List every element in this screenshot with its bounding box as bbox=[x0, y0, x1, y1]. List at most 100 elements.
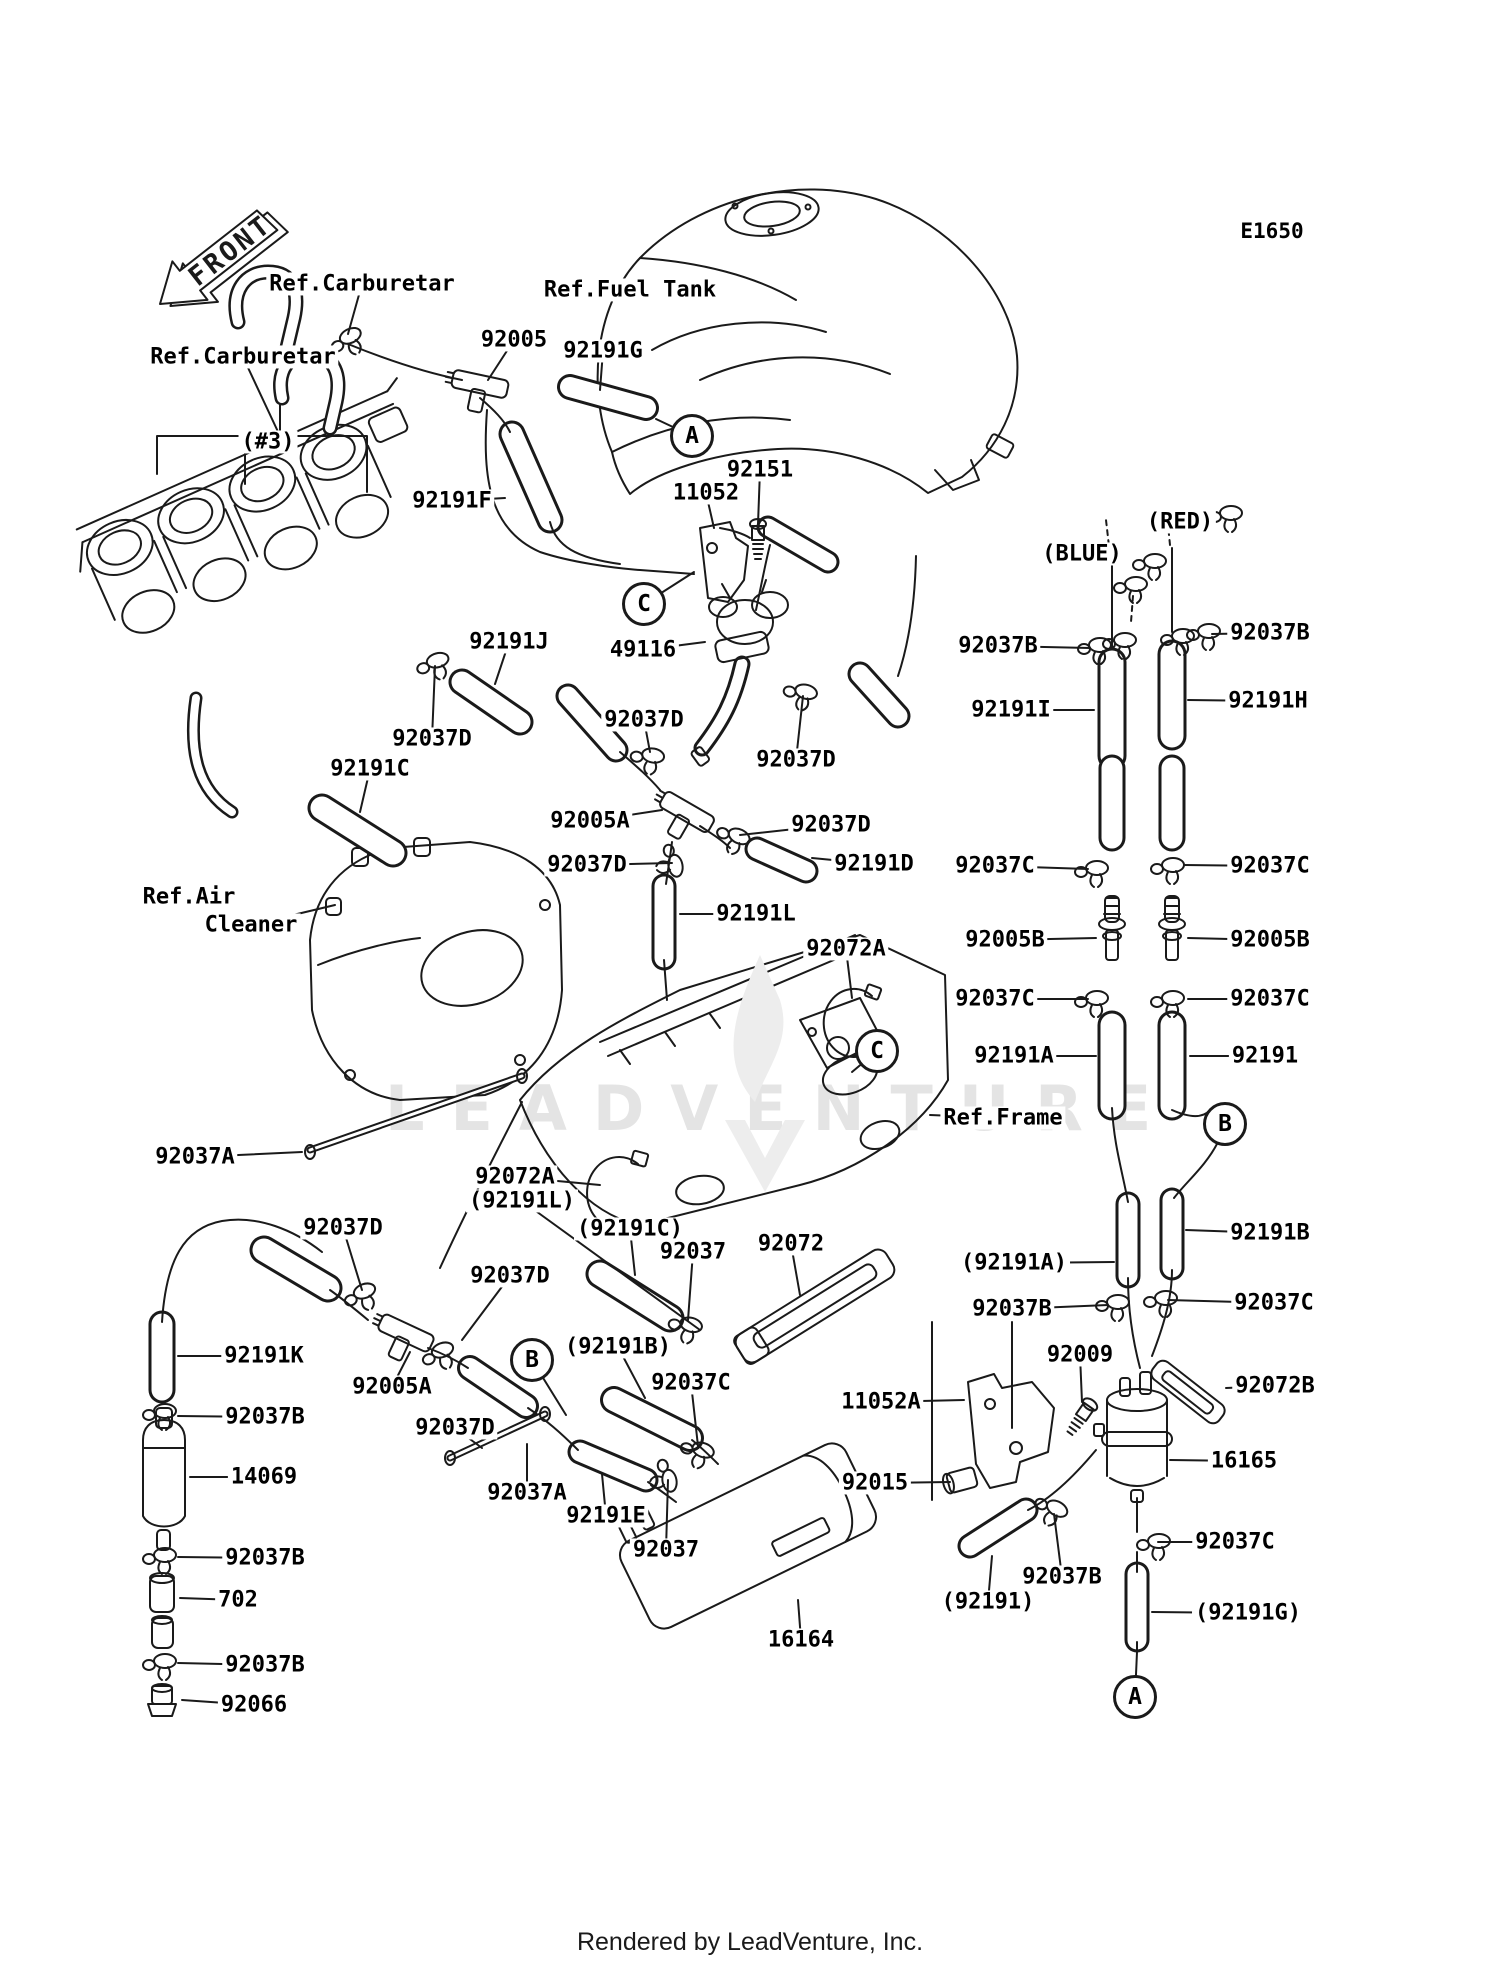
part-label: (92191B) bbox=[562, 1335, 674, 1359]
part-label: 92037C bbox=[1227, 854, 1313, 878]
part-label: (92191G) bbox=[1192, 1601, 1304, 1625]
part-label: 92037D bbox=[389, 727, 475, 751]
part-label: 92072A bbox=[803, 937, 889, 961]
bracket-11052a bbox=[967, 1373, 1055, 1489]
part-label: Ref.Carburetar bbox=[147, 345, 339, 369]
part-label: 92072A bbox=[472, 1165, 558, 1189]
connector-marker: C bbox=[622, 582, 666, 626]
part-label: 16165 bbox=[1207, 1449, 1281, 1473]
part-label: Ref.Air bbox=[139, 885, 239, 909]
part-label: 92037B bbox=[955, 634, 1041, 658]
air-cleaner-drawing bbox=[309, 837, 563, 1101]
part-label: 92037C bbox=[1192, 1530, 1278, 1554]
carburetor-drawing bbox=[75, 377, 409, 634]
part-label: 92005B bbox=[1227, 928, 1313, 952]
fuel-tank-drawing bbox=[596, 188, 1171, 623]
part-label: 92037D bbox=[601, 708, 687, 732]
valve-49116 bbox=[708, 579, 789, 664]
part-label: 92072 bbox=[754, 1232, 828, 1256]
part-label: 92066 bbox=[217, 1693, 291, 1717]
leader-line bbox=[521, 1200, 701, 1331]
connector-marker: C bbox=[855, 1029, 899, 1073]
part-label: 92005 bbox=[477, 328, 551, 352]
part-label: 92191L bbox=[713, 902, 799, 926]
part-label: 92037C bbox=[648, 1371, 734, 1395]
strap-92072b bbox=[1150, 1359, 1226, 1425]
connector-marker: A bbox=[1113, 1675, 1157, 1719]
part-label: 92037C bbox=[1227, 987, 1313, 1011]
part-label: 92191J bbox=[466, 630, 552, 654]
part-label: 92037C bbox=[952, 987, 1038, 1011]
part-label: Cleaner bbox=[201, 913, 301, 937]
part-label: 92191D bbox=[831, 852, 917, 876]
part-label: 92037C bbox=[952, 854, 1038, 878]
part-label: Ref.Fuel Tank bbox=[540, 278, 720, 302]
part-label: 92191G bbox=[560, 339, 646, 363]
part-label: (#3) bbox=[238, 430, 298, 454]
leader-line bbox=[431, 665, 436, 740]
part-label: 16164 bbox=[764, 1628, 838, 1652]
connector-marker: B bbox=[510, 1338, 554, 1382]
damper-92015 bbox=[941, 1466, 979, 1495]
footer-credit: Rendered by LeadVenture, Inc. bbox=[576, 1928, 924, 1956]
connector-marker: A bbox=[670, 414, 714, 458]
hoses-drawing bbox=[148, 264, 1187, 1653]
watermark-glyph bbox=[725, 955, 805, 1192]
part-label: 92037B bbox=[969, 1297, 1055, 1321]
strap-92072 bbox=[733, 1248, 896, 1365]
separator-16165 bbox=[1093, 1371, 1173, 1503]
part-label: 92037B bbox=[222, 1653, 308, 1677]
part-label: (92191L) bbox=[466, 1189, 578, 1213]
part-label: 92005A bbox=[349, 1375, 435, 1399]
connector-marker: B bbox=[1203, 1102, 1247, 1146]
part-label: 702 bbox=[215, 1588, 261, 1612]
part-label: 92037B bbox=[1227, 621, 1313, 645]
part-label: 92191I bbox=[968, 698, 1054, 722]
part-label: 92191E bbox=[563, 1504, 649, 1528]
part-label: (BLUE) bbox=[1039, 542, 1125, 566]
part-label: Ref.Frame bbox=[940, 1106, 1066, 1130]
part-label: (92191A) bbox=[958, 1251, 1070, 1275]
part-label: 92009 bbox=[1043, 1343, 1117, 1367]
part-label: 11052 bbox=[669, 481, 743, 505]
part-label: (92191) bbox=[938, 1590, 1038, 1614]
part-label: 92005A bbox=[547, 809, 633, 833]
part-label: 49116 bbox=[606, 638, 680, 662]
part-label: 92151 bbox=[723, 458, 797, 482]
diagram-code: E1650 bbox=[1240, 219, 1304, 243]
plug-92066 bbox=[147, 1683, 177, 1717]
part-label: 92191C bbox=[327, 757, 413, 781]
part-label: 92191H bbox=[1225, 689, 1311, 713]
part-label: 92037D bbox=[544, 853, 630, 877]
part-label: 14069 bbox=[227, 1465, 301, 1489]
part-label: Ref.Carburetar bbox=[266, 272, 458, 296]
part-label: 92072B bbox=[1232, 1374, 1318, 1398]
part-label: 11052A bbox=[838, 1390, 924, 1414]
part-label: 92037 bbox=[656, 1240, 730, 1264]
filter-14069 bbox=[142, 1407, 186, 1551]
part-label: 92191F bbox=[409, 489, 495, 513]
part-label: 92191K bbox=[221, 1344, 307, 1368]
pipe-702 bbox=[149, 1572, 175, 1649]
part-label: 92037D bbox=[412, 1416, 498, 1440]
part-label: 92037B bbox=[1019, 1565, 1105, 1589]
part-label: 92037D bbox=[467, 1264, 553, 1288]
part-label: 92191B bbox=[1227, 1221, 1313, 1245]
part-label: 92037D bbox=[753, 748, 839, 772]
part-label: 92191A bbox=[971, 1044, 1057, 1068]
part-label: (RED) bbox=[1143, 510, 1217, 534]
leader-line bbox=[242, 356, 281, 437]
part-label: 92191 bbox=[1228, 1044, 1302, 1068]
bracket-11052 bbox=[699, 521, 749, 603]
part-label: 92037A bbox=[152, 1145, 238, 1169]
part-label: 92037A bbox=[484, 1481, 570, 1505]
part-label: 92015 bbox=[838, 1471, 912, 1495]
part-label: 92037D bbox=[788, 813, 874, 837]
part-label: 92037B bbox=[222, 1405, 308, 1429]
part-label: 92037 bbox=[629, 1538, 703, 1562]
part-label: (92191C) bbox=[574, 1217, 686, 1241]
leader-line bbox=[665, 1479, 669, 1551]
